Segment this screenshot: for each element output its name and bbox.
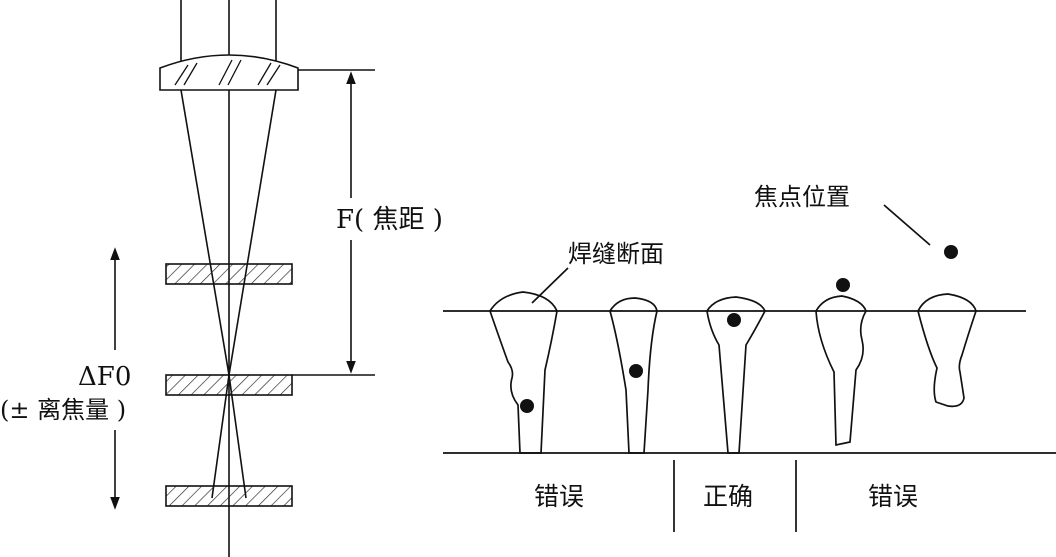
focus-point-1 (520, 399, 534, 413)
weld-section-5 (917, 293, 977, 408)
focal-points (520, 245, 958, 413)
weld-section-3 (706, 296, 766, 454)
optics-schematic (110, 0, 375, 557)
plate-bottom (165, 485, 293, 507)
weld-sections (443, 204, 1056, 532)
weld-section-4 (815, 295, 867, 447)
cone-left (180, 89, 230, 376)
weld-section-label: 焊缝断面 (568, 240, 664, 268)
focus-point-5 (944, 245, 958, 259)
defocus-sublabel: (± 离焦量 ) (0, 396, 126, 424)
focusing-lens (159, 54, 299, 91)
cone-right (228, 89, 277, 376)
focus-point-3 (727, 313, 741, 327)
lens-hatch (174, 59, 281, 86)
focus-position-label: 焦点位置 (754, 183, 850, 211)
weld-section-2 (609, 297, 658, 454)
weld-section-leader (531, 267, 569, 304)
focal-length-label: F( 焦距 ) (336, 205, 443, 235)
focus-point-2 (629, 364, 643, 378)
focus-point-4 (836, 278, 850, 292)
label-correct: 正确 (703, 482, 753, 511)
weld-section-1 (489, 291, 558, 454)
defocus-label: ΔF0 (78, 362, 131, 392)
plate-top (165, 263, 293, 285)
plate-focus (165, 374, 293, 396)
focus-position-leader (883, 204, 931, 246)
label-wrong-left: 错误 (534, 482, 584, 511)
label-wrong-right: 错误 (868, 482, 918, 511)
